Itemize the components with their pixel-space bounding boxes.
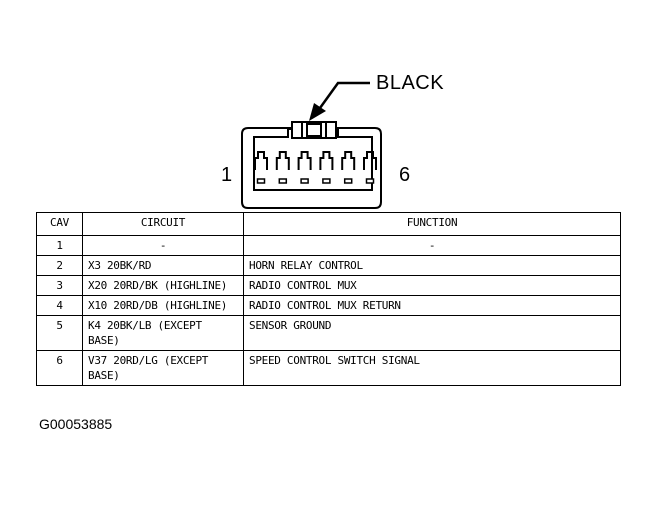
terminal-slot [278, 178, 288, 184]
table-row: 1 - - [36, 235, 621, 256]
header-cav: CAV [36, 212, 83, 236]
terminal-slot [322, 178, 331, 184]
function-cell: SENSOR GROUND [243, 315, 621, 351]
cav-cell: 5 [36, 315, 83, 351]
circuit-cell: X10 20RD/DB (HIGHLINE) [82, 295, 244, 316]
connector-inner-recess [253, 128, 373, 191]
function-cell: RADIO CONTROL MUX [243, 275, 621, 296]
cav-cell: 4 [36, 295, 83, 316]
circuit-cell: K4 20BK/LB (EXCEPT BASE) [82, 315, 244, 351]
circuit-cell: X20 20RD/BK (HIGHLINE) [82, 275, 244, 296]
terminal-cavity [254, 151, 268, 170]
terminal-cavity [275, 151, 290, 170]
function-cell: - [243, 235, 621, 256]
cav-cell: 2 [36, 255, 83, 276]
cav-cell: 1 [36, 235, 83, 256]
table-row: 5 K4 20BK/LB (EXCEPT BASE) SENSOR GROUND [36, 315, 621, 351]
terminal-slot [300, 178, 309, 184]
header-function: FUNCTION [243, 212, 621, 236]
terminal-slot [343, 178, 353, 184]
terminal-cavities [254, 151, 377, 184]
connector-diagram [241, 81, 382, 209]
pin-label-last: 6 [399, 164, 411, 186]
callout-arrowhead [309, 103, 326, 121]
terminal-slot [365, 178, 375, 184]
cav-cell: 3 [36, 275, 83, 296]
terminal-cavity [363, 151, 377, 170]
circuit-cell: V37 20RD/LG (EXCEPT BASE) [82, 350, 244, 386]
terminal-cavity [341, 151, 356, 170]
terminal-cavity [297, 151, 312, 170]
table-row: 6 V37 20RD/LG (EXCEPT BASE) SPEED CONTRO… [36, 350, 621, 386]
cav-cell: 6 [36, 350, 83, 386]
connector-color-label: BLACK [376, 72, 445, 94]
table-row: 3 X20 20RD/BK (HIGHLINE) RADIO CONTROL M… [36, 275, 621, 296]
circuit-cell: X3 20BK/RD [82, 255, 244, 276]
pinout-table: CAV CIRCUIT FUNCTION 1 - - 2 X3 20BK/RD … [36, 212, 621, 386]
figure-id: G00053885 [39, 416, 113, 432]
table-header-row: CAV CIRCUIT FUNCTION [36, 212, 621, 236]
locking-tab-latch [306, 123, 322, 137]
function-cell: HORN RELAY CONTROL [243, 255, 621, 276]
header-circuit: CIRCUIT [82, 212, 244, 236]
terminal-slot [256, 178, 266, 184]
callout-leader [318, 81, 370, 109]
function-cell: RADIO CONTROL MUX RETURN [243, 295, 621, 316]
circuit-cell: - [82, 235, 244, 256]
table-row: 4 X10 20RD/DB (HIGHLINE) RADIO CONTROL M… [36, 295, 621, 316]
terminal-cavity [319, 151, 334, 170]
function-cell: SPEED CONTROL SWITCH SIGNAL [243, 350, 621, 386]
table-row: 2 X3 20BK/RD HORN RELAY CONTROL [36, 255, 621, 276]
pin-label-first: 1 [221, 164, 233, 186]
